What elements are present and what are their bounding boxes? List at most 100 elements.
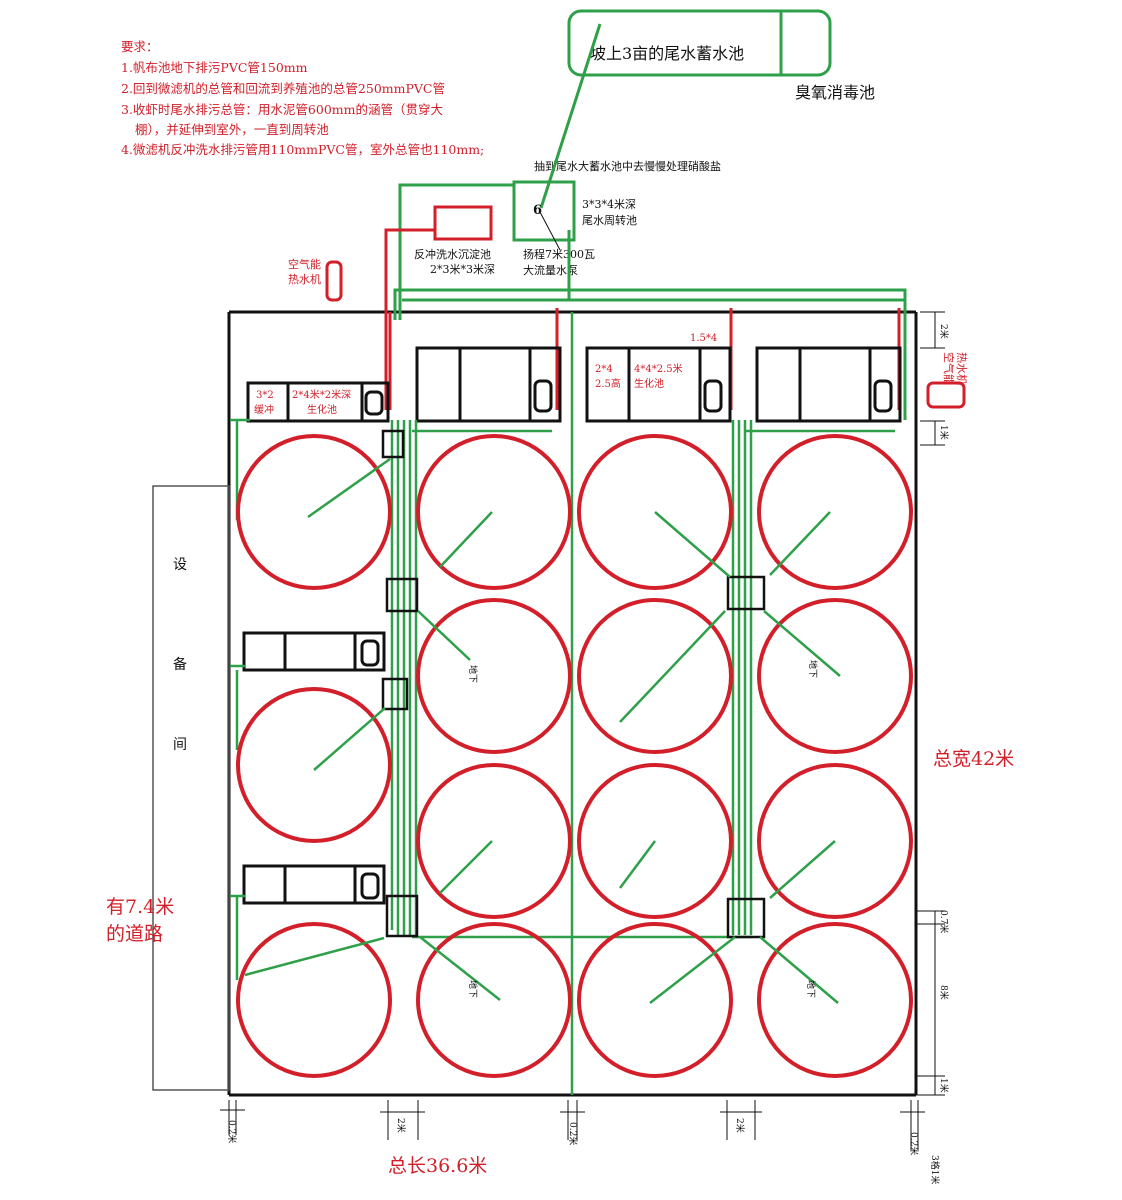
pump-leader <box>539 211 561 251</box>
pond-10 <box>577 763 733 919</box>
pond-2 <box>416 434 572 590</box>
dim-corner: 3格1米 <box>929 1155 941 1184</box>
underground-label-2: 地下 <box>807 660 819 678</box>
svg-text:地下: 地下 <box>805 980 817 998</box>
requirement-2: 2.回到微滤机的总管和回流到养殖池的总管250mmPVC管 <box>121 81 445 96</box>
dim-pass-2m-b: 2米 <box>734 1118 746 1133</box>
sediment-pond-box <box>433 205 493 241</box>
equipment-room-char-1: 设 <box>173 557 187 573</box>
dim-top-2m: 2米 <box>938 324 950 339</box>
top-pipes <box>393 183 907 420</box>
pond-13 <box>416 922 572 1078</box>
dim-right-02: 0.2米 <box>908 1132 920 1155</box>
pipe-network <box>230 312 895 1095</box>
svg-text:2米: 2米 <box>734 1118 746 1133</box>
requirement-3: 3.收虾时尾水排污总管：用水泥管600mm的涵管（贯穿大 <box>121 102 443 117</box>
buffer-label-1: 3*2 <box>256 390 274 401</box>
pond-6 <box>577 598 733 754</box>
heat-pump-left-line2: 热水机 <box>288 272 321 286</box>
junction-boxes <box>381 429 766 939</box>
dim-pond-8m: 8米 <box>938 985 950 1000</box>
pond-9 <box>416 763 572 919</box>
biochem-unit-2 <box>415 346 562 423</box>
biochem-unit-4 <box>755 346 902 423</box>
pond-4 <box>757 434 913 590</box>
unit3-left-1: 2*4 <box>595 364 613 375</box>
biochem-unit-3 <box>585 346 732 423</box>
pump-symbol: 6 <box>533 203 542 218</box>
turnover-pond-box <box>512 180 576 242</box>
pond-3 <box>577 434 733 590</box>
requirement-1: 1.帆布池地下排污PVC管150mm <box>121 60 308 75</box>
turnover-pond-line2: 尾水周转池 <box>582 213 637 227</box>
biochem-unit-5 <box>242 631 386 672</box>
svg-text:1米: 1米 <box>938 1078 950 1093</box>
road-label-line2: 的道路 <box>106 923 163 945</box>
svg-text:3格1米: 3格1米 <box>929 1155 941 1184</box>
pond-14 <box>577 922 736 1078</box>
svg-text:2米: 2米 <box>938 324 950 339</box>
svg-text:地下: 地下 <box>467 980 479 998</box>
svg-text:地下: 地下 <box>807 660 819 678</box>
pump-note: 抽到尾水大蓄水池中去慢慢处理硝酸盐 <box>534 159 721 173</box>
svg-text:地下: 地下 <box>467 665 479 683</box>
equipment-room-box <box>152 485 230 1091</box>
svg-text:0.2米: 0.2米 <box>908 1132 920 1155</box>
svg-text:0.2米: 0.2米 <box>226 1120 238 1143</box>
biochem-unit-6 <box>242 864 386 905</box>
underground-label-4: 地下 <box>805 980 817 998</box>
dim-side-1m: 1米 <box>938 425 950 440</box>
pipe-to-storage <box>539 23 602 209</box>
svg-text:0.7米: 0.7米 <box>938 910 950 933</box>
svg-text:空气能: 空气能 <box>942 352 956 385</box>
biochem-unit-1 <box>246 381 390 423</box>
unit3-top-dim: 1.5*4 <box>690 333 717 344</box>
storage-pond-box <box>567 9 832 77</box>
svg-text:8米: 8米 <box>938 985 950 1000</box>
pond-11 <box>757 763 913 919</box>
pond-15 <box>757 922 913 1078</box>
pond-12 <box>236 922 392 1078</box>
storage-pond-label: 坡上3亩的尾水蓄水池 <box>590 44 744 63</box>
dim-bottom-1m: 1米 <box>938 1078 950 1093</box>
requirements-title: 要求： <box>121 39 159 54</box>
pump-spec-line1: 扬程7米300瓦 <box>523 247 595 261</box>
heat-pump-left-line1: 空气能 <box>288 257 321 271</box>
total-width-label: 总宽42米 <box>933 748 1014 770</box>
bio-label-2: 生化池 <box>307 403 337 416</box>
unit3-left-2: 2.5高 <box>595 377 621 390</box>
ozone-pond-label: 臭氧消毒池 <box>795 83 875 102</box>
underground-label-3: 地下 <box>467 980 479 998</box>
bio-label-1: 2*4米*2米深 <box>292 388 351 401</box>
equipment-room-char-2: 备 <box>173 656 187 673</box>
right-dim-lines <box>915 311 945 1096</box>
pond-5 <box>416 598 572 754</box>
pond-1 <box>236 434 392 590</box>
requirement-4: 4.微滤机反冲洗水排污管用110mmPVC管，室外总管也110mm; <box>121 142 484 157</box>
heat-pump-right-label: 空气能 热水机 <box>942 352 969 385</box>
pond-7 <box>757 598 913 754</box>
unit3-bio-2: 生化池 <box>634 377 664 390</box>
sediment-pond-line1: 反冲洗水沉淀池 <box>414 247 491 261</box>
total-length-label: 总长36.6米 <box>388 1155 487 1177</box>
underground-label-1: 地下 <box>467 665 479 683</box>
bottom-dim-lines <box>220 1100 925 1150</box>
pump-spec-line2: 大流量水泵 <box>523 263 578 277</box>
buffer-label-2: 缓冲 <box>254 403 274 416</box>
dim-pass-2m-a: 2米 <box>395 1118 407 1133</box>
heat-pump-right-box <box>926 381 966 409</box>
svg-text:2米: 2米 <box>395 1118 407 1133</box>
pond-8 <box>236 687 392 843</box>
svg-text:热水机: 热水机 <box>955 352 969 385</box>
equipment-room-char-3: 间 <box>173 737 187 753</box>
dim-mid-02: 0.2米 <box>567 1122 579 1145</box>
svg-text:1米: 1米 <box>938 425 950 440</box>
requirements-block: 要求： 1.帆布池地下排污PVC管150mm 2.回到微滤机的总管和回流到养殖池… <box>121 39 484 157</box>
turnover-pond-line1: 3*3*4米深 <box>582 198 636 211</box>
requirement-3b: 棚），并延伸到室外，一直到周转池 <box>135 122 329 137</box>
sediment-pond-line2: 2*3米*3米深 <box>430 263 495 276</box>
dim-left-02: 0.2米 <box>226 1120 238 1143</box>
unit3-bio-1: 4*4*2.5米 <box>634 362 683 375</box>
dim-gap-07: 0.7米 <box>938 910 950 933</box>
